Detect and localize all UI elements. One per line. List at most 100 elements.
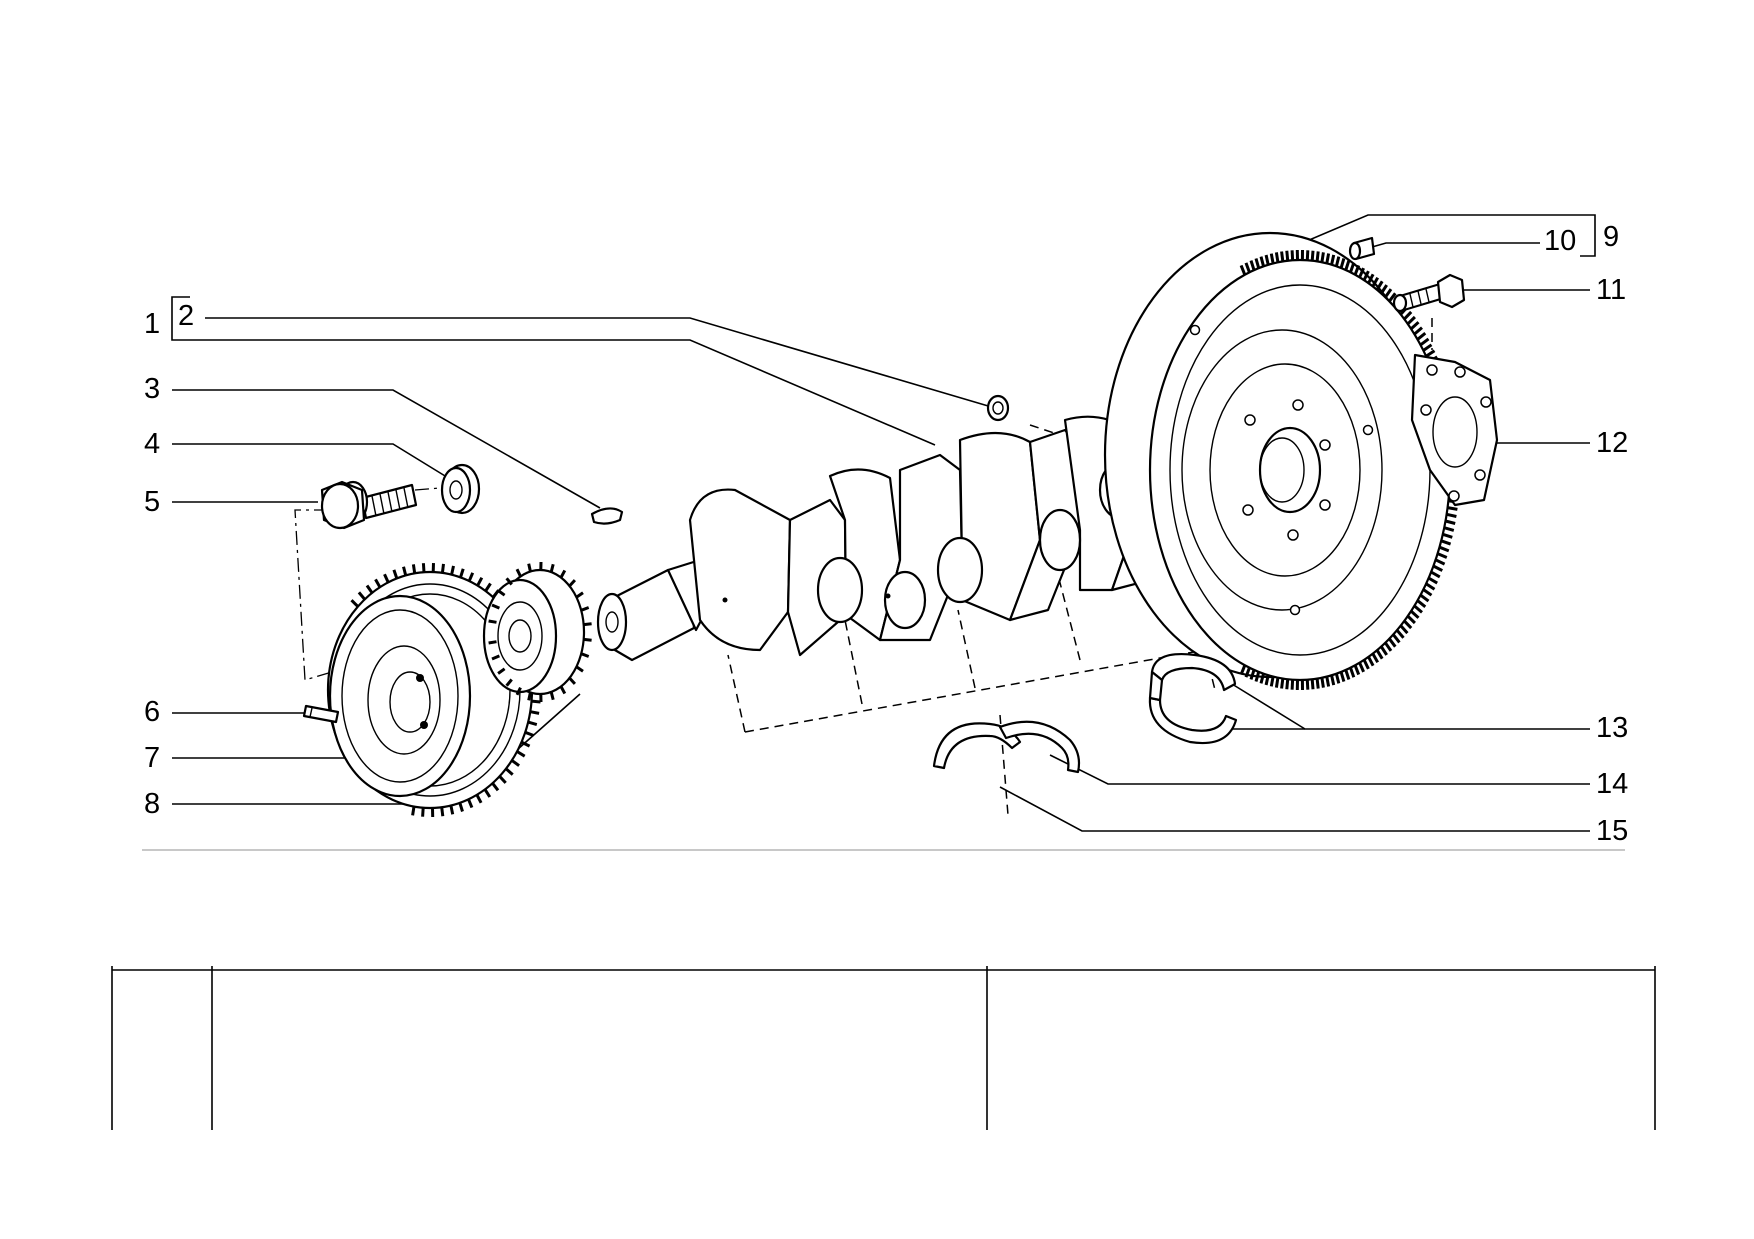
- gear-tooth: [1422, 588, 1433, 597]
- gear-tooth: [580, 606, 590, 612]
- gear-tooth: [515, 568, 522, 578]
- gear-tooth: [1239, 264, 1247, 276]
- gear-tooth: [1422, 343, 1433, 352]
- gear-tooth: [1349, 262, 1356, 273]
- gear-tooth: [1344, 669, 1351, 680]
- gear-tooth: [357, 591, 366, 601]
- gear-tooth: [421, 807, 425, 817]
- gear-tooth: [524, 730, 535, 737]
- oil-gallery-plug: [986, 394, 1010, 422]
- gear-tooth: [1320, 252, 1325, 263]
- callout-4: 4: [144, 428, 161, 460]
- gear-tooth: [1290, 679, 1295, 690]
- gear-tooth: [549, 691, 555, 701]
- gear-tooth: [1244, 262, 1251, 273]
- gear-tooth: [1367, 656, 1375, 667]
- leader-lines: [142, 214, 1625, 851]
- gear-tooth: [449, 805, 455, 815]
- main-bearing-shells: [1148, 653, 1238, 745]
- gear-tooth: [1285, 679, 1290, 690]
- callout-12: 12: [1596, 427, 1629, 459]
- gear-tooth: [1425, 349, 1436, 358]
- gear-tooth: [575, 665, 584, 673]
- gear-tooth: [1320, 677, 1325, 688]
- gear-tooth: [1358, 267, 1365, 278]
- gear-tooth: [1416, 599, 1427, 608]
- parts-table-frame: [111, 966, 1656, 1130]
- gear-tooth: [1446, 512, 1457, 518]
- gear-tooth: [1447, 506, 1458, 511]
- gear-tooth: [1445, 519, 1456, 525]
- gear-tooth: [411, 564, 417, 574]
- gear-tooth: [520, 740, 531, 748]
- gear-tooth: [1239, 664, 1247, 676]
- gear-tooth: [1353, 264, 1361, 276]
- flywheel-ring-gear: [1239, 249, 1461, 691]
- gear-tooth: [531, 699, 541, 704]
- gear-tooth: [1264, 254, 1270, 266]
- gear-tooth: [530, 710, 540, 715]
- flywheel: [1103, 231, 1452, 682]
- gear-tooth: [440, 807, 445, 817]
- gear-tooth: [1443, 526, 1455, 532]
- gear-tooth: [1410, 321, 1420, 331]
- gear-tooth: [527, 563, 532, 572]
- timing-gear: [482, 568, 586, 696]
- woodruff-key: [590, 507, 624, 525]
- gear-tooth: [1427, 576, 1438, 585]
- gear-tooth: [1274, 677, 1280, 688]
- gear-tooth: [1339, 671, 1346, 683]
- gear-tooth: [467, 572, 475, 582]
- callout-13: 13: [1596, 712, 1629, 744]
- gear-tooth: [1419, 337, 1430, 347]
- gear-tooth: [497, 589, 506, 597]
- gear-tooth: [583, 622, 592, 627]
- gear-tooth: [392, 569, 399, 579]
- gear-tooth: [484, 582, 492, 592]
- flywheel-bolt: [1392, 273, 1466, 313]
- gear-tooth: [515, 686, 522, 696]
- gear-tooth: [350, 599, 359, 608]
- gear-tooth: [1358, 662, 1365, 673]
- gear-tooth: [1325, 676, 1331, 687]
- gear-tooth: [1406, 315, 1416, 325]
- gear-tooth: [1325, 253, 1331, 264]
- gear-tooth: [1384, 288, 1393, 299]
- gear-tooth: [1440, 539, 1452, 546]
- gear-tooth: [559, 569, 567, 579]
- gear-tooth: [1344, 260, 1351, 271]
- pulley-damper: [326, 570, 534, 810]
- gear-tooth: [1379, 645, 1388, 656]
- gear-tooth: [505, 767, 514, 776]
- gear-tooth: [1406, 615, 1416, 625]
- callout-6: 6: [144, 696, 161, 728]
- gear-tooth: [1438, 545, 1450, 553]
- gear-tooth: [440, 563, 445, 574]
- gear-tooth: [1362, 270, 1370, 281]
- gear-tooth: [467, 798, 474, 809]
- gear-tooth: [1310, 250, 1315, 261]
- gear-tooth: [475, 794, 483, 804]
- dowel-pin: [1348, 236, 1376, 261]
- gear-tooth: [383, 573, 390, 584]
- pulley-bolt: [320, 480, 418, 530]
- gear-tooth: [1413, 326, 1423, 336]
- gear-tooth: [559, 685, 567, 695]
- gear-tooth: [1395, 629, 1405, 639]
- gear-tooth: [1353, 664, 1361, 676]
- gear-tooth: [1399, 624, 1409, 635]
- bolt-plate: [1410, 353, 1499, 507]
- gear-tooth: [568, 676, 577, 685]
- callout-14: 14: [1596, 768, 1629, 800]
- gear-tooth: [1269, 253, 1275, 264]
- gear-tooth: [1305, 679, 1310, 690]
- callout-8: 8: [144, 788, 161, 820]
- gear-tooth: [583, 637, 592, 642]
- gear-tooth: [450, 565, 455, 576]
- gear-tooth: [575, 591, 584, 599]
- gear-tooth: [1434, 558, 1446, 566]
- gear-tooth: [1371, 276, 1380, 288]
- gear-tooth: [365, 584, 374, 594]
- gear-tooth: [488, 619, 497, 624]
- callout-9: 9: [1603, 221, 1620, 253]
